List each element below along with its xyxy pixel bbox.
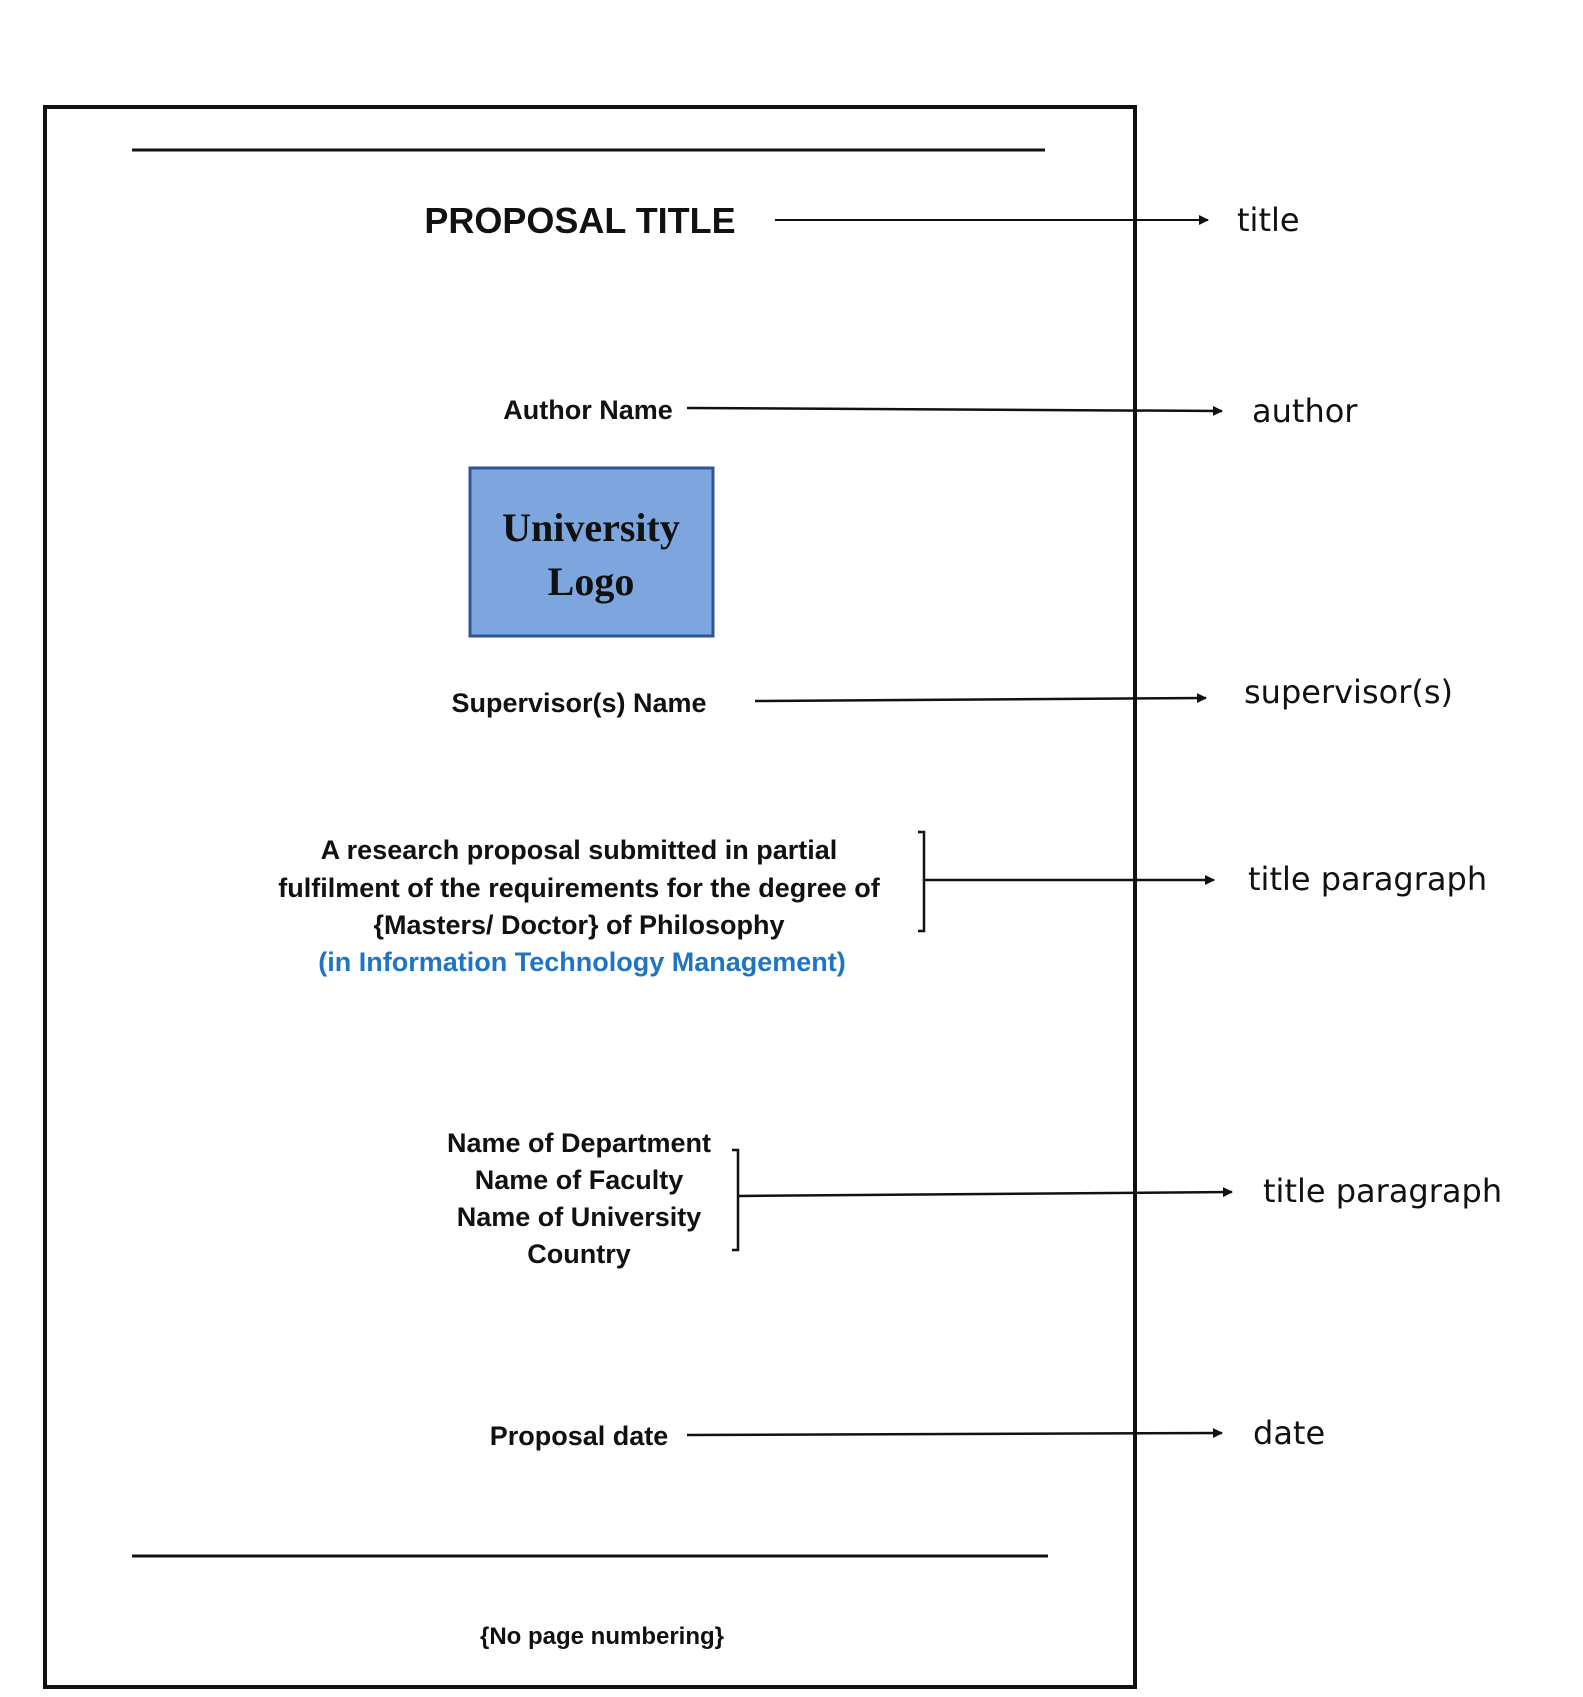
logo-text-line-2: Logo	[548, 559, 635, 604]
affiliation-bracket	[732, 1148, 740, 1252]
proposal-date: Proposal date	[490, 1421, 669, 1451]
country-name: Country	[527, 1239, 631, 1269]
field-of-study-line: (in Information Technology Management)	[318, 947, 846, 977]
statement-line-3: {Masters/ Doctor} of Philosophy	[373, 910, 784, 940]
date-arrow	[686, 1428, 1223, 1439]
page-numbering-note: {No page numbering}	[480, 1623, 724, 1650]
university-logo-box	[468, 466, 715, 638]
statement-line-2: fulfilment of the requirements for the d…	[278, 873, 881, 903]
supervisor-annotation: supervisor(s)	[1244, 673, 1453, 711]
supervisor-name: Supervisor(s) Name	[451, 688, 706, 718]
logo-text-line-1: University	[502, 505, 680, 550]
supervisor-arrow	[754, 693, 1207, 704]
author-annotation: author	[1252, 392, 1358, 430]
affiliation-arrow	[737, 1187, 1233, 1198]
faculty-name: Name of Faculty	[475, 1165, 684, 1195]
author-name: Author Name	[503, 395, 673, 425]
affiliation-annotation: title paragraph	[1263, 1172, 1502, 1210]
statement-annotation: title paragraph	[1248, 860, 1487, 898]
author-arrow	[686, 405, 1223, 416]
proposal-title: PROPOSAL TITLE	[424, 200, 735, 241]
page-frame	[43, 105, 1137, 1689]
title-annotation: title	[1237, 201, 1300, 239]
date-annotation: date	[1253, 1414, 1325, 1452]
statement-bracket	[918, 830, 926, 933]
statement-line-1: A research proposal submitted in partial	[321, 835, 838, 865]
university-name: Name of University	[457, 1202, 702, 1232]
department-name: Name of Department	[447, 1128, 711, 1158]
